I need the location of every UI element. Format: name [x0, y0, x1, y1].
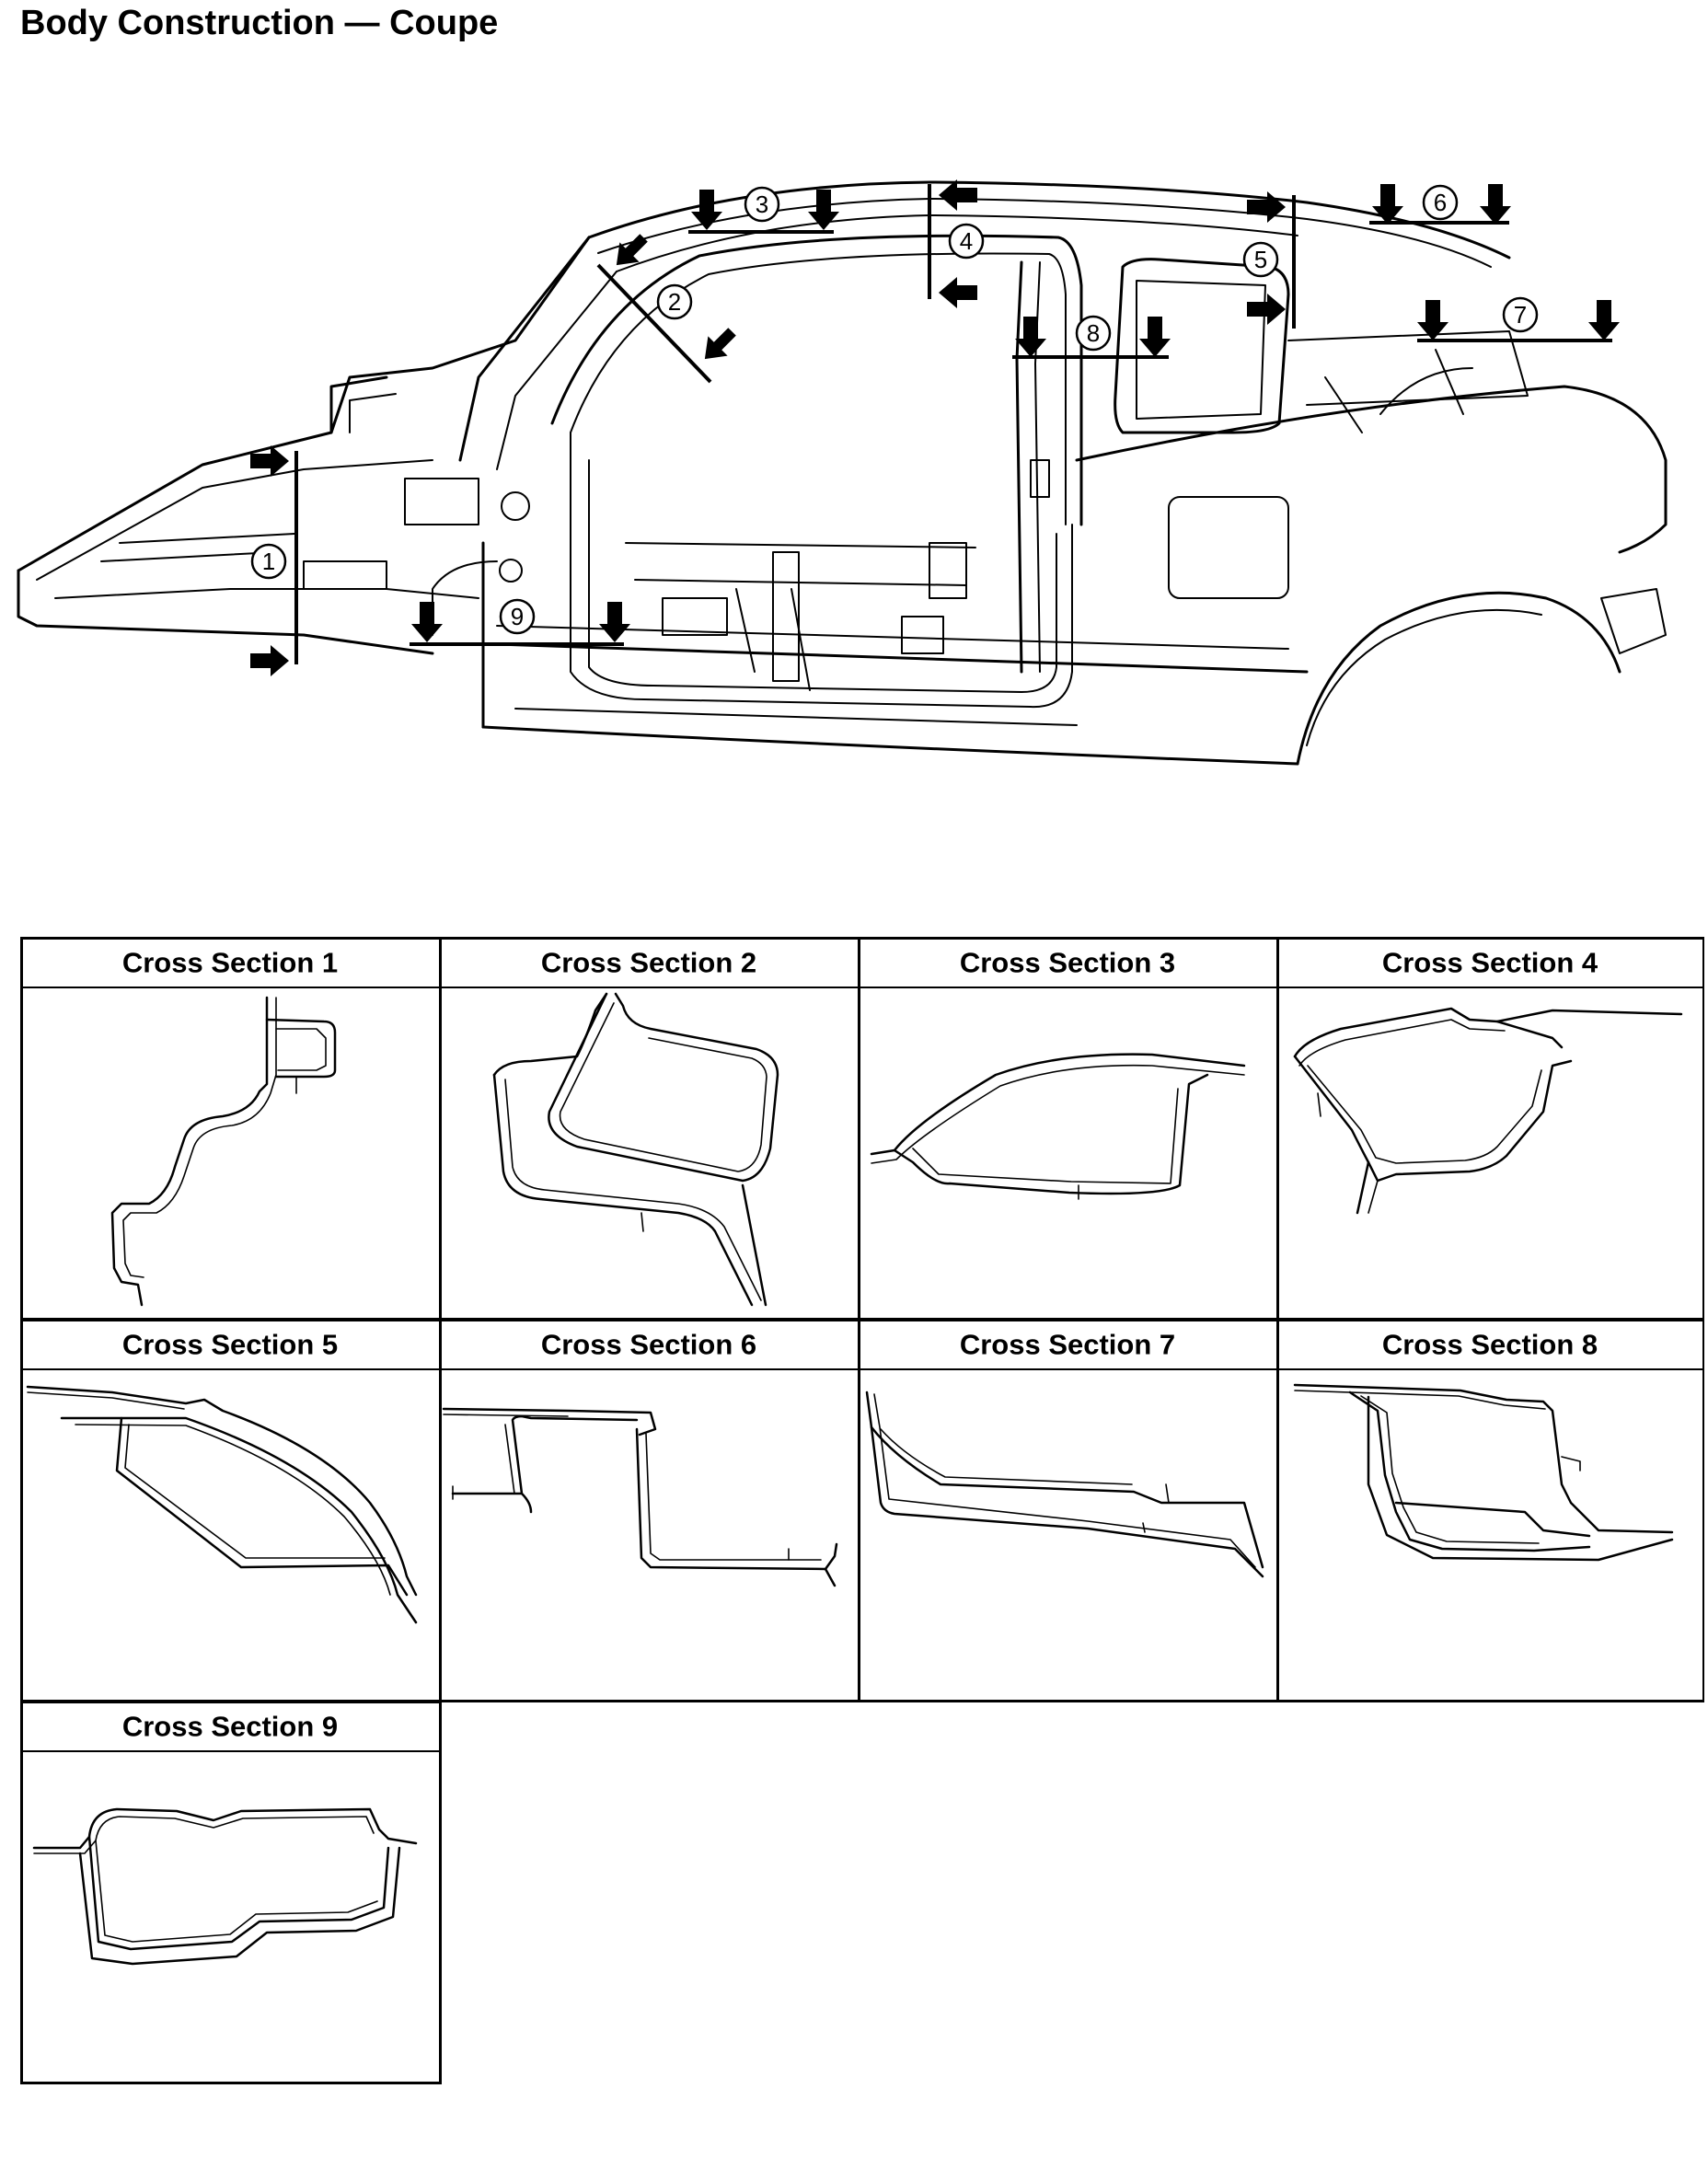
section-profile-7 — [865, 1391, 1264, 1578]
svg-text:6: 6 — [1434, 189, 1447, 216]
arrow-down-icon — [808, 190, 839, 230]
section-marker: 8 — [1075, 315, 1112, 352]
cross-section-panel: Cross Section 3 — [858, 937, 1279, 1321]
arrow-diagonal-icon — [704, 328, 736, 360]
section-marker: 2 — [656, 283, 693, 320]
arrow-right-icon — [250, 445, 289, 477]
arrow-diagonal-icon — [616, 234, 648, 266]
section-profile-4 — [1293, 1007, 1683, 1215]
cross-section-panel: Cross Section 7 — [858, 1319, 1279, 1702]
arrow-down-icon — [1417, 300, 1448, 340]
arrow-left-icon — [939, 179, 977, 211]
svg-text:2: 2 — [668, 288, 681, 316]
arrow-down-icon — [411, 602, 443, 642]
cross-section-panel: Cross Section 1 — [20, 937, 442, 1321]
direction-arrows — [250, 179, 1620, 676]
section-profile-8 — [1293, 1383, 1674, 1562]
section-marker: 5 — [1242, 241, 1279, 278]
cross-section-title: Cross Section 7 — [960, 1329, 1175, 1361]
cross-section-title: Cross Section 3 — [960, 947, 1175, 979]
arrow-down-icon — [599, 602, 630, 642]
section-profile-2 — [492, 992, 779, 1307]
section-marker: 7 — [1502, 296, 1539, 333]
cross-section-panel: Cross Section 4 — [1276, 937, 1704, 1321]
arrow-down-icon — [1139, 317, 1171, 357]
cross-section-title: Cross Section 9 — [122, 1711, 338, 1743]
cross-section-title: Cross Section 8 — [1382, 1329, 1598, 1361]
section-profile-3 — [870, 1053, 1246, 1200]
cross-section-title: Cross Section 1 — [122, 947, 338, 979]
arrow-left-icon — [939, 277, 977, 308]
cross-section-title: Cross Section 4 — [1382, 947, 1598, 979]
cross-section-panel: Cross Section 9 — [20, 1701, 442, 2084]
svg-text:8: 8 — [1087, 319, 1100, 347]
cross-section-title: Cross Section 6 — [541, 1329, 756, 1361]
cross-sections-grid: Cross Section 1 Cross Section 2 Cross Se… — [20, 937, 1704, 2084]
arrow-right-icon — [1247, 294, 1286, 325]
svg-text:9: 9 — [511, 603, 524, 630]
svg-text:3: 3 — [756, 190, 768, 218]
section-profile-1 — [110, 996, 337, 1307]
cross-section-panel: Cross Section 8 — [1276, 1319, 1704, 1702]
arrow-down-icon — [1480, 184, 1511, 225]
section-marker: 4 — [948, 223, 985, 260]
arrow-down-icon — [1015, 317, 1046, 357]
arrow-right-icon — [250, 645, 289, 676]
section-marker: 9 — [499, 598, 536, 635]
svg-text:1: 1 — [262, 548, 275, 575]
section-profile-6 — [442, 1407, 838, 1587]
arrow-down-icon — [1372, 184, 1403, 225]
svg-text:7: 7 — [1514, 301, 1527, 329]
svg-text:4: 4 — [960, 227, 973, 255]
svg-text:5: 5 — [1254, 246, 1267, 273]
cross-section-title: Cross Section 5 — [122, 1329, 338, 1361]
page-title: Body Construction — Coupe — [20, 4, 499, 42]
cross-section-panel: Cross Section 2 — [439, 937, 860, 1321]
section-profile-9 — [32, 1807, 418, 1966]
cut-line-2 — [596, 263, 712, 384]
cross-section-title: Cross Section 2 — [541, 947, 756, 979]
arrow-down-icon — [691, 190, 722, 230]
car-body-outline — [17, 180, 1668, 766]
cross-section-panel: Cross Section 6 — [439, 1319, 860, 1702]
section-marker: 1 — [250, 543, 287, 580]
cross-section-panel: Cross Section 5 — [20, 1319, 442, 1702]
section-cut-lines — [294, 184, 1612, 664]
section-marker: 3 — [744, 186, 780, 223]
section-marker: 6 — [1422, 184, 1459, 221]
arrow-down-icon — [1588, 300, 1620, 340]
section-profile-5 — [26, 1385, 418, 1624]
car-body-diagram: 1 2 3 4 5 6 7 8 — [17, 179, 1668, 766]
section-markers: 1 2 3 4 5 6 7 8 — [250, 184, 1539, 635]
arrow-right-icon — [1247, 191, 1286, 223]
